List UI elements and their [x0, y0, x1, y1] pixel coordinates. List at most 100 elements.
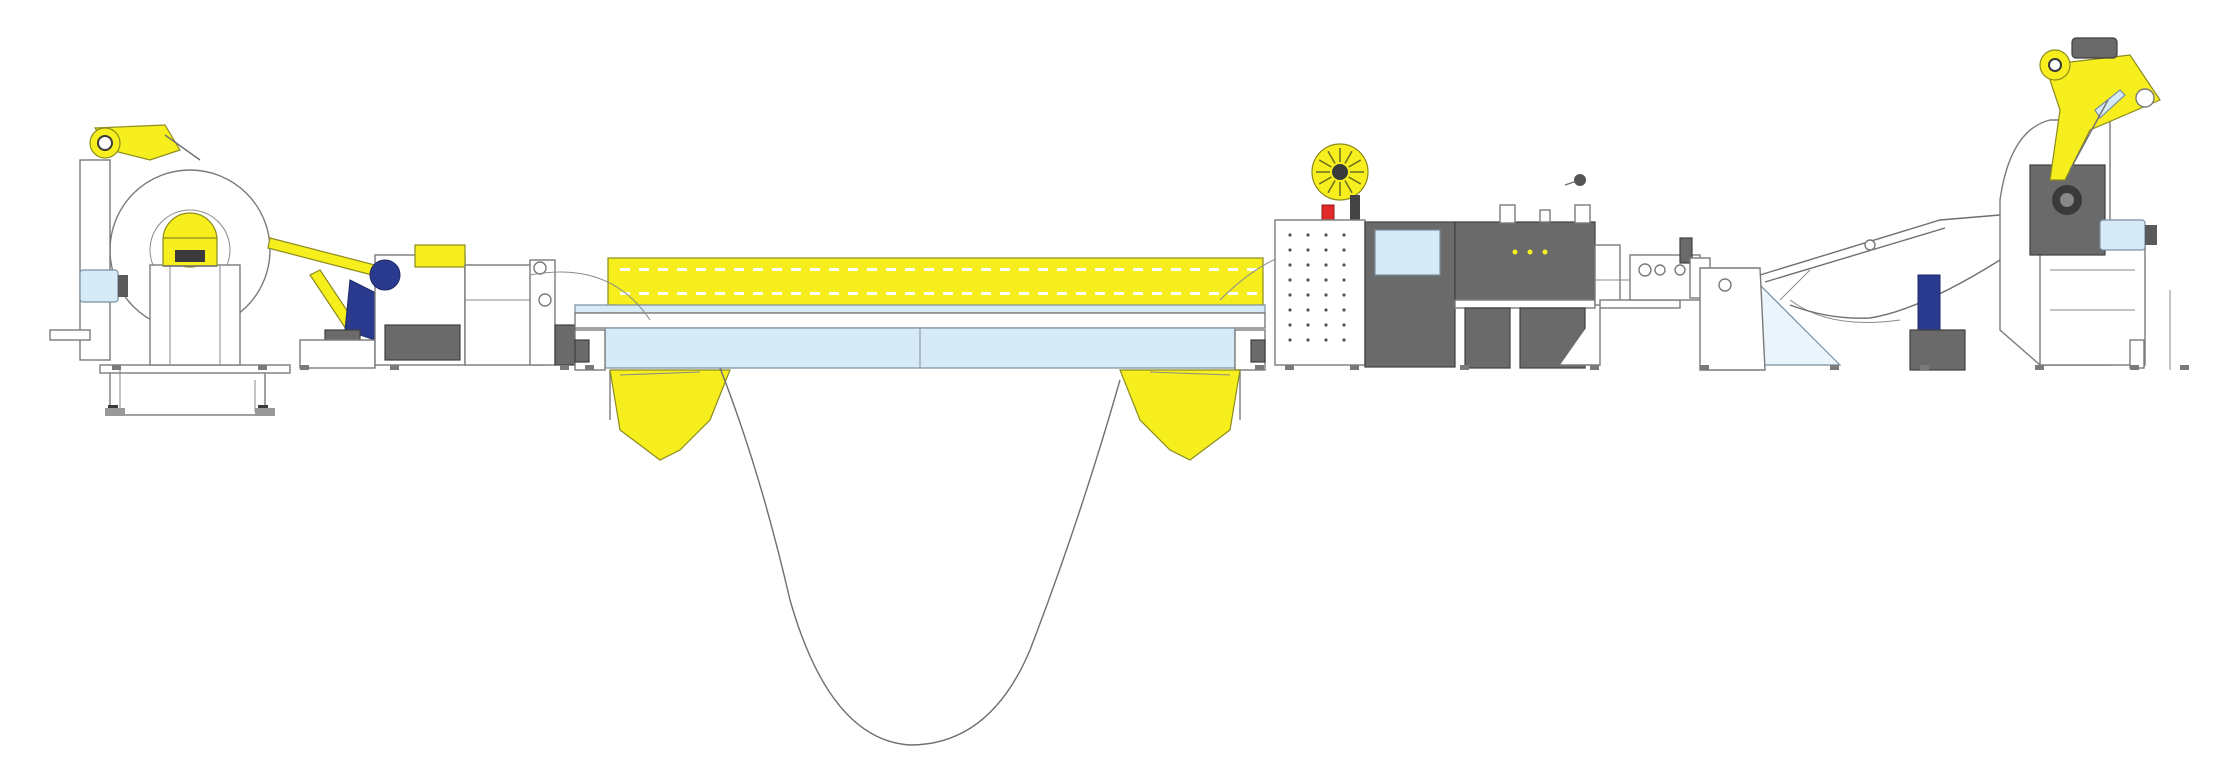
bridge-slot	[1095, 292, 1105, 295]
floor-foot	[1350, 365, 1359, 370]
panel-hole	[1288, 278, 1292, 282]
bridge-slot	[1171, 268, 1181, 271]
bridge-slot	[715, 292, 725, 295]
panel-hole	[1306, 233, 1310, 237]
panel-hole	[1288, 263, 1292, 267]
recoiler-motor	[2099, 219, 2146, 251]
recoiler-gearbox	[2029, 164, 2106, 256]
reel-spoke	[1318, 159, 1332, 168]
bridge-slot	[848, 268, 858, 271]
panel-hole	[1288, 233, 1292, 237]
bridge-slot	[905, 292, 915, 295]
floor-foot	[300, 365, 309, 370]
bridge-slot	[886, 268, 896, 271]
left-swing-table	[609, 369, 731, 461]
bridge-slot	[1114, 268, 1124, 271]
floor-foot	[585, 365, 594, 370]
bridge-slot	[924, 292, 934, 295]
bridge-slot	[639, 268, 649, 271]
bridge-slot	[1038, 292, 1048, 295]
bridge-upper-conveyor	[607, 257, 1264, 311]
panel-hole	[1306, 293, 1310, 297]
bridge-slot	[639, 292, 649, 295]
panel-hole	[1342, 338, 1346, 342]
bridge-slot	[1095, 268, 1105, 271]
floor-foot	[2180, 365, 2189, 370]
panel-hole	[1306, 323, 1310, 327]
bridge-slot	[1000, 268, 1010, 271]
bridge-slot	[943, 292, 953, 295]
recoiler	[1999, 37, 2171, 370]
slitter-head-top	[1454, 221, 1596, 303]
bridge-slot	[1038, 268, 1048, 271]
scrap-winder	[1699, 214, 2001, 371]
reel-spoke	[1348, 159, 1362, 168]
bridge-slot	[715, 268, 725, 271]
uncoiler	[49, 124, 291, 416]
floor-foot	[1590, 365, 1599, 370]
bridge-slot	[696, 268, 706, 271]
panel-hole	[1288, 248, 1292, 252]
bridge-slot	[1190, 268, 1200, 271]
floor-foot	[390, 365, 399, 370]
right-swing-table	[1119, 369, 1241, 461]
panel-hole	[1342, 248, 1346, 252]
bridge-slot	[1133, 292, 1143, 295]
bridge-slot	[962, 292, 972, 295]
bridge-slot	[829, 292, 839, 295]
bridge-slot	[677, 292, 687, 295]
reel-spoke	[1344, 150, 1353, 164]
bridge-slot	[1247, 268, 1257, 271]
panel-hole	[1288, 323, 1292, 327]
bridge-slot	[734, 292, 744, 295]
bridge-slot	[829, 268, 839, 271]
bridge-slot	[1000, 292, 1010, 295]
bridge-slot	[962, 268, 972, 271]
exit-guide	[1560, 237, 1711, 366]
bridge-slot	[772, 268, 782, 271]
panel-hole	[1288, 293, 1292, 297]
bridge-slot	[1076, 268, 1086, 271]
bridge-slot	[810, 292, 820, 295]
panel-hole	[1342, 293, 1346, 297]
panel-hole	[1288, 308, 1292, 312]
panel-hole	[1324, 323, 1328, 327]
bridge-slot	[867, 268, 877, 271]
loop-pit-bridge	[529, 249, 1301, 371]
panel-hole	[1342, 278, 1346, 282]
reel-spoke	[1327, 150, 1336, 164]
panel-hole	[1324, 338, 1328, 342]
bridge-slot	[734, 268, 744, 271]
bridge-slot	[1228, 268, 1238, 271]
floor-foot	[560, 365, 569, 370]
bridge-slot	[1057, 292, 1067, 295]
bridge-slot	[1152, 268, 1162, 271]
scrap-drum	[1917, 274, 1941, 331]
bridge-slot	[943, 268, 953, 271]
bridge-slot	[810, 268, 820, 271]
peeler-plate	[267, 237, 376, 276]
bridge-slot	[753, 268, 763, 271]
bridge-slot	[1190, 292, 1200, 295]
bridge-slot	[677, 268, 687, 271]
panel-hole	[1342, 263, 1346, 267]
cable-reel	[1311, 143, 1369, 224]
uncoiler-base	[109, 369, 266, 416]
bridge-slot	[1076, 292, 1086, 295]
panel-hole	[1324, 293, 1328, 297]
panel-hole	[1342, 233, 1346, 237]
bridge-slot	[791, 268, 801, 271]
floor-foot	[258, 365, 267, 370]
pinch-roll-straightener	[299, 244, 576, 369]
reel-spoke	[1318, 176, 1332, 185]
panel-hole	[1306, 278, 1310, 282]
bridge-slot	[696, 292, 706, 295]
bridge-slot	[1057, 268, 1067, 271]
straightener-motor	[369, 259, 401, 291]
reel-spoke	[1348, 176, 1362, 185]
panel-hole	[1324, 308, 1328, 312]
panel-hole	[1324, 278, 1328, 282]
bridge-slot	[848, 292, 858, 295]
floor-foot	[2035, 365, 2044, 370]
